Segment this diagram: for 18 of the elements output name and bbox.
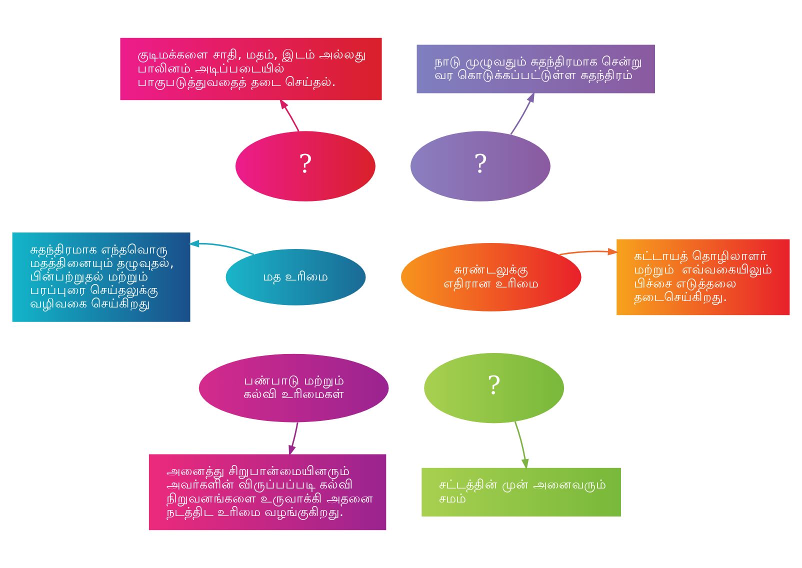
node-ellipse: ? [424, 352, 564, 424]
node-box: சுதந்திரமாக எந்தவொரு மதத்தினையும் தழுவுதல், பின்பற்றுதல் மற்றும் பரப்புரை செய்தலுக்கு வழிவகை செய்கிறது [12, 232, 190, 322]
node-ellipse: மத உரிமை [226, 249, 366, 306]
arrow [188, 240, 254, 256]
node-box: நாடு முழுவதும் சுதந்திரமாக சென்று வர கொடுக்கப்பட்டுள்ள சுதந்திரம் [416, 44, 655, 94]
node-box: சட்டத்தின் முன் அனைவரும் சமம் [422, 468, 621, 516]
arrow [510, 92, 535, 135]
node-ellipse: பண்பாடு மற்றும் கல்வி உரிமைகள் [198, 354, 389, 422]
arrow [288, 422, 298, 456]
node-ellipse: சுரண்டலுக்கு எதிரான உரிமை [401, 242, 582, 312]
arrow [279, 98, 300, 132]
node-box: குடிமக்களை சாதி, மதம், இடம் அல்லது பாலினம் அடிப்படையில் பாகுபடுத்துவதைத் தடை செய்தல். [120, 38, 382, 100]
arrow [559, 248, 619, 256]
arrow [514, 421, 529, 470]
node-box: அனைத்து சிறுபான்மையினரும் அவர்களின் விருப்பப்படி கல்வி நிறுவனங்களை உருவாக்கி அதனை நடத்திட உரிமை வழங்குகிறது. [148, 454, 386, 530]
node-ellipse: ? [235, 131, 376, 202]
node-ellipse: ? [410, 131, 550, 202]
node-box: கட்டாயத் தொழிலாளர் மற்றும் எவ்வகையிலும் பிச்சை எடுத்தலை தடைசெய்கிறது. [616, 239, 790, 316]
